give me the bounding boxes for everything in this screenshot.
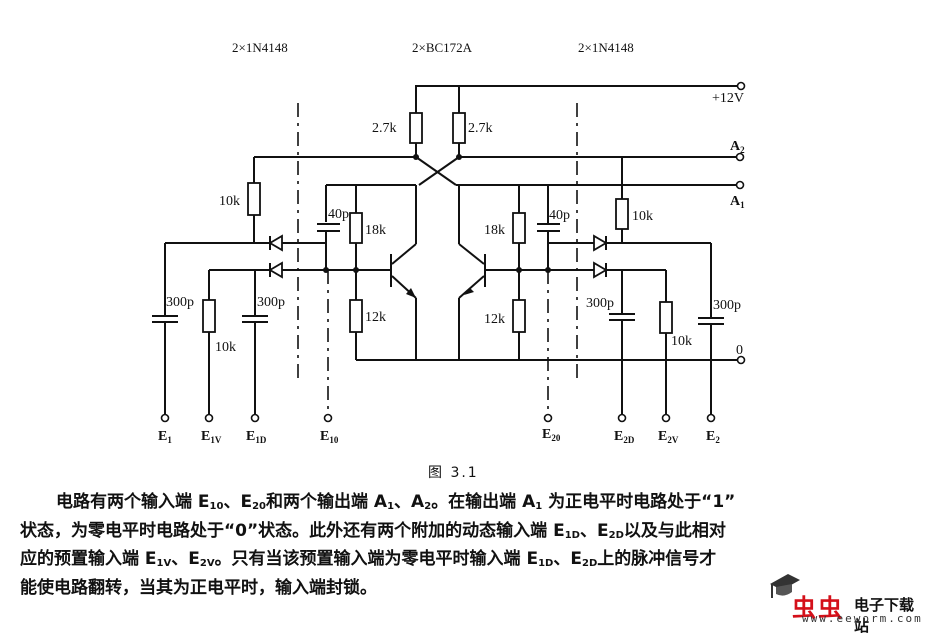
right-diodes-label: 2×1N4148 <box>578 40 634 55</box>
collector-resistor-left-label: 2.7k <box>372 121 397 136</box>
junction-dot <box>516 267 522 273</box>
input-cap-e1d-label: 300p <box>257 295 285 310</box>
paragraph-line-4: 能使电路翻转，当其为正电平时，输入端封锁。 <box>20 577 377 598</box>
pin-e2v-label: E2V <box>658 429 679 445</box>
pin-e2-label: E2 <box>706 429 720 445</box>
ground-terminal[interactable] <box>736 355 746 365</box>
bias-resistor-right-label: 10k <box>632 209 653 224</box>
pin-e1v[interactable] <box>204 413 214 423</box>
pin-e2v[interactable] <box>661 413 671 423</box>
preset-resistor-left <box>202 299 216 333</box>
junction-dot <box>456 154 462 160</box>
preset-resistor-right <box>659 301 673 334</box>
speedup-cap-left-label: 40p <box>328 207 349 222</box>
pin-e1-label: E1 <box>158 429 172 445</box>
circuit-schematic: 2×1N4148 2×BC172A 2×1N4148 +12V 2.7k 2.7… <box>152 40 746 445</box>
supply-label: +12V <box>712 91 744 106</box>
base-resistor-bottom-left <box>349 299 363 333</box>
transistor-right <box>458 243 486 360</box>
collector-resistor-right <box>452 112 466 144</box>
diode-upper-right <box>593 234 608 252</box>
pin-e2d[interactable] <box>617 413 627 423</box>
base-resistor-bottom-right-label: 12k <box>484 312 505 327</box>
ground-label: 0 <box>736 343 743 358</box>
a2-label: A2 <box>730 139 745 155</box>
figure-caption: 图 3.1 <box>428 465 479 481</box>
bias-resistor-left <box>247 182 261 216</box>
preset-resistor-left-label: 10k <box>215 340 236 355</box>
diode-upper-left <box>268 234 283 252</box>
paragraph-line-3: 应的预置输入端 E1V、E2V。只有当该预置输入端为零电平时输入端 E1D、E2… <box>20 549 717 569</box>
preset-resistor-right-label: 10k <box>671 334 692 349</box>
supply-terminal <box>736 81 746 91</box>
paragraph-line-2: 状态，为零电平时电路处于“0”状态。此外还有两个附加的动态输入端 E1D、E2D… <box>20 520 726 541</box>
collector-resistor-right-label: 2.7k <box>468 121 493 136</box>
pin-e10-label: E10 <box>320 429 339 445</box>
base-resistor-bottom-left-label: 12k <box>365 310 386 325</box>
base-resistor-top-right <box>512 212 526 244</box>
diode-lower-right <box>593 261 608 279</box>
pin-e20[interactable] <box>543 413 553 423</box>
input-cap-e1-label: 300p <box>166 295 194 310</box>
body-paragraph: 电路有两个输入端 E10、E20和两个输出端 A1、A2。在输出端 A1 为正电… <box>20 488 920 602</box>
a2-terminal[interactable] <box>735 152 745 162</box>
pin-e2d-label: E2D <box>614 429 635 445</box>
bias-resistor-right <box>615 198 629 230</box>
base-resistor-top-right-label: 18k <box>484 223 505 238</box>
watermark-logo: 虫虫 <box>792 594 844 622</box>
pin-e20-label: E20 <box>542 427 561 443</box>
pin-e1[interactable] <box>160 413 170 423</box>
pin-e1d-label: E1D <box>246 429 267 445</box>
input-pins: E1 E1V E1D E10 E20 E2D E2V E2 <box>158 413 720 445</box>
pin-e1v-label: E1V <box>201 429 222 445</box>
transistor-left <box>390 243 417 360</box>
left-diodes-label: 2×1N4148 <box>232 40 288 55</box>
input-cap-e2d-label: 300p <box>586 296 614 311</box>
speedup-cap-right-label: 40p <box>549 208 570 223</box>
output-lines: A2 A1 <box>254 139 745 210</box>
input-cap-e2-label: 300p <box>713 298 741 313</box>
ground-rail: 0 <box>356 343 746 365</box>
transistors-label: 2×BC172A <box>412 40 473 55</box>
pin-e2[interactable] <box>706 413 716 423</box>
bias-resistor-left-label: 10k <box>219 194 240 209</box>
paragraph-line-1: 电路有两个输入端 E10、E20和两个输出端 A1、A2。在输出端 A1 为正电… <box>56 492 736 512</box>
a1-label: A1 <box>730 194 745 210</box>
junction-dot <box>413 154 419 160</box>
base-resistor-top-left <box>349 212 363 244</box>
base-resistor-top-left-label: 18k <box>365 223 386 238</box>
watermark: 虫虫 电子下载站 www.eeworm.com <box>762 572 923 635</box>
watermark-site-name: 电子下载站 <box>854 596 915 635</box>
watermark-url: www.eeworm.com <box>802 612 923 625</box>
a1-terminal[interactable] <box>735 180 745 190</box>
pin-e10[interactable] <box>323 413 333 423</box>
junction-dot <box>353 267 359 273</box>
collector-resistor-left <box>409 112 423 144</box>
diode-lower-left <box>268 261 283 279</box>
graduation-cap-icon <box>770 574 800 598</box>
pin-e1d[interactable] <box>250 413 260 423</box>
base-resistor-bottom-right <box>512 299 526 333</box>
supply-rail: +12V <box>415 81 746 118</box>
